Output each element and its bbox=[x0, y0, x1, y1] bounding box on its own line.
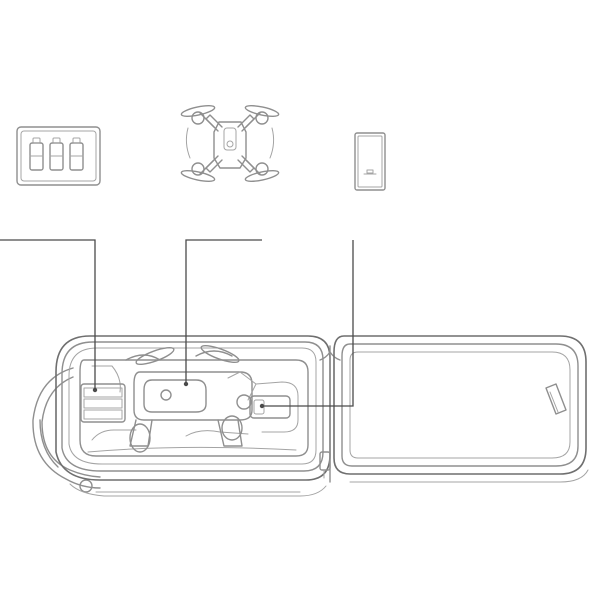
carrying-case-icon bbox=[32, 335, 589, 497]
callout-leaders bbox=[0, 239, 354, 409]
case-right-half bbox=[333, 335, 589, 483]
case-spare-battery bbox=[249, 395, 291, 419]
quadcopter-icon bbox=[180, 105, 280, 182]
case-strap bbox=[32, 367, 101, 493]
charging-hub-icon bbox=[16, 126, 101, 186]
case-left-half bbox=[55, 335, 331, 497]
battery-icon bbox=[354, 132, 386, 191]
case-hinge bbox=[319, 345, 341, 483]
foam-insert bbox=[79, 359, 309, 457]
case-drone bbox=[125, 345, 257, 453]
case-charging-hub bbox=[80, 383, 126, 423]
callout-drone bbox=[183, 239, 262, 387]
callout-spare-battery bbox=[259, 240, 354, 409]
callout-charging-hub bbox=[0, 239, 98, 393]
